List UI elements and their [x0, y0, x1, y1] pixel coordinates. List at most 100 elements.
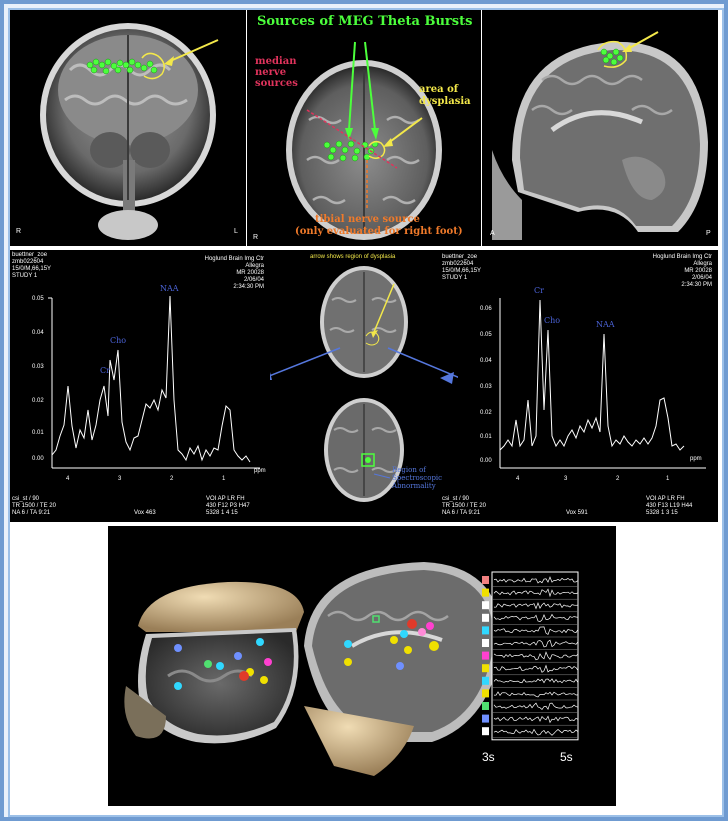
meg-trace [493, 639, 579, 648]
median-nerve-label: median nerve sources [255, 56, 298, 89]
tibial-label-1: tibial nerve source [315, 214, 420, 225]
right-footer-right: VOI AP LR FH 430 F13 L19 H44 5328 1 3 15 [646, 496, 693, 516]
spectroscopy-panel: buettner_zoe zmb022604 15/0/M,66,15Y STU… [10, 250, 718, 522]
tibial-label-2: (only evaluated for right foot) [295, 226, 463, 237]
left-spectrum: buettner_zoe zmb022604 15/0/M,66,15Y STU… [10, 250, 270, 522]
x-unit: ppm [254, 468, 266, 474]
trace-color-swatch [482, 727, 489, 736]
meg-3d-panel: 3s 5s [108, 526, 616, 806]
y-tick: 0.04 [32, 330, 44, 336]
meg-trace [493, 602, 579, 610]
x-tick: 2 [616, 476, 620, 482]
meg-trace [493, 691, 579, 698]
right-footer-vox: Vox 591 [566, 510, 588, 516]
dipole-cluster [323, 140, 379, 162]
meg-3d-image [124, 562, 579, 776]
meg-trace [493, 576, 579, 584]
y-tick: 0.05 [480, 332, 492, 338]
axial-mri-panel: Sources of MEG Theta Bursts median nerve… [247, 10, 481, 246]
time-start-label: 3s [482, 750, 495, 764]
meg-trace [493, 702, 579, 711]
peak-cr: Cr [100, 366, 110, 375]
time-end-label: 5s [560, 750, 573, 764]
x-tick: 4 [66, 476, 70, 482]
dysplasia-outline [141, 52, 165, 80]
meg-trace [493, 678, 579, 684]
trace-color-swatch [482, 664, 489, 673]
x-tick: 1 [222, 476, 226, 482]
meg-title: Sources of MEG Theta Bursts [257, 14, 473, 29]
dipole-markers-left [174, 638, 272, 690]
right-header-right: Hoglund Brain Img Ctr Allegra MR 20028 2… [652, 254, 712, 288]
left-header-right: Hoglund Brain Img Ctr Allegra MR 20028 2… [204, 256, 264, 290]
left-footer-left: csi_st / 90 TR 1500 / TE 20 NA 6 / TA 9:… [12, 496, 56, 516]
meg-trace [493, 613, 579, 622]
right-footer-left: csi_st / 90 TR 1500 / TE 20 NA 6 / TA 9:… [442, 496, 486, 516]
trace-color-swatch [482, 714, 489, 723]
center-axial-images: arrow shows region of dysplasia Region o… [270, 250, 458, 522]
peak-naa: NAA [596, 320, 615, 329]
sagittal-mri-image [492, 31, 708, 240]
coronal-mri-image [40, 23, 219, 240]
right-spectrum: buettner_zoe zmb022604 15/0/M,66,15Y STU… [440, 250, 718, 522]
y-tick: 0.01 [32, 430, 44, 436]
trace-color-swatch [482, 601, 489, 610]
peak-cho: Cho [110, 336, 127, 345]
trace-color-swatch [482, 626, 489, 635]
trace-color-swatch [482, 613, 489, 622]
right-header-left: buettner_zoe zmb022604 15/0/M,66,15Y STU… [442, 254, 482, 281]
corner-label-left: R [16, 228, 22, 235]
arrow [167, 39, 219, 63]
y-tick: 0.02 [32, 398, 44, 404]
y-tick: 0.01 [480, 434, 492, 440]
trace-color-swatch [482, 588, 489, 597]
region-label: Region of Spectroscopic Abnormality [392, 466, 443, 490]
dysplasia-caption: arrow shows region of dysplasia [310, 254, 396, 260]
trace-color-swatch [482, 702, 489, 710]
meg-traces [482, 571, 579, 741]
dysplasia-label: area of dysplasia [419, 84, 471, 107]
meg-trace [493, 626, 579, 636]
y-tick: 0.00 [32, 456, 44, 462]
x-tick: 4 [516, 476, 520, 482]
trace-color-swatch [482, 676, 489, 685]
y-tick: 0.00 [480, 458, 492, 464]
sagittal-mri-panel: A P [482, 10, 718, 246]
peak-cr: Cr [534, 286, 544, 295]
x-tick: 1 [666, 476, 670, 482]
x-unit: ppm [690, 456, 702, 462]
peak-cho: Cho [544, 316, 561, 325]
y-tick: 0.05 [32, 296, 44, 302]
corner-label-right: P [706, 230, 711, 237]
y-tick: 0.04 [480, 358, 492, 364]
meg-trace [493, 715, 579, 724]
trace-color-swatch [482, 639, 489, 647]
left-spectrum-plot [48, 295, 260, 469]
trace-color-swatch [482, 689, 489, 698]
peak-naa: NAA [160, 284, 179, 293]
coronal-mri-panel: R L [10, 10, 246, 246]
x-tick: 3 [564, 476, 568, 482]
y-tick: 0.03 [32, 364, 44, 370]
trace-color-swatch [482, 576, 489, 584]
y-tick: 0.06 [480, 306, 492, 312]
right-spectrum-plot [440, 298, 706, 469]
meg-trace [493, 664, 579, 673]
left-header-left: buettner_zoe zmb022604 15/0/M,66,15Y STU… [12, 252, 52, 279]
x-tick: 3 [118, 476, 122, 482]
corner-label-left: A [490, 230, 495, 237]
left-footer-vox: Vox 463 [134, 510, 156, 516]
y-tick: 0.03 [480, 384, 492, 390]
x-tick: 2 [170, 476, 174, 482]
meg-trace [493, 588, 579, 598]
y-tick: 0.02 [480, 410, 492, 416]
center-axial-svg [270, 266, 458, 502]
axial-mri-image [286, 41, 442, 240]
corner-label-left: R [253, 234, 259, 241]
corner-label-right: L [234, 228, 238, 235]
dipole-markers-right [344, 615, 439, 670]
trace-color-swatch [482, 651, 489, 660]
meg-trace [493, 651, 579, 661]
meg-trace [493, 728, 579, 736]
left-footer-right: VOI AP LR FH 430 F12 P3 H47 5328 1 4 15 [206, 496, 250, 516]
